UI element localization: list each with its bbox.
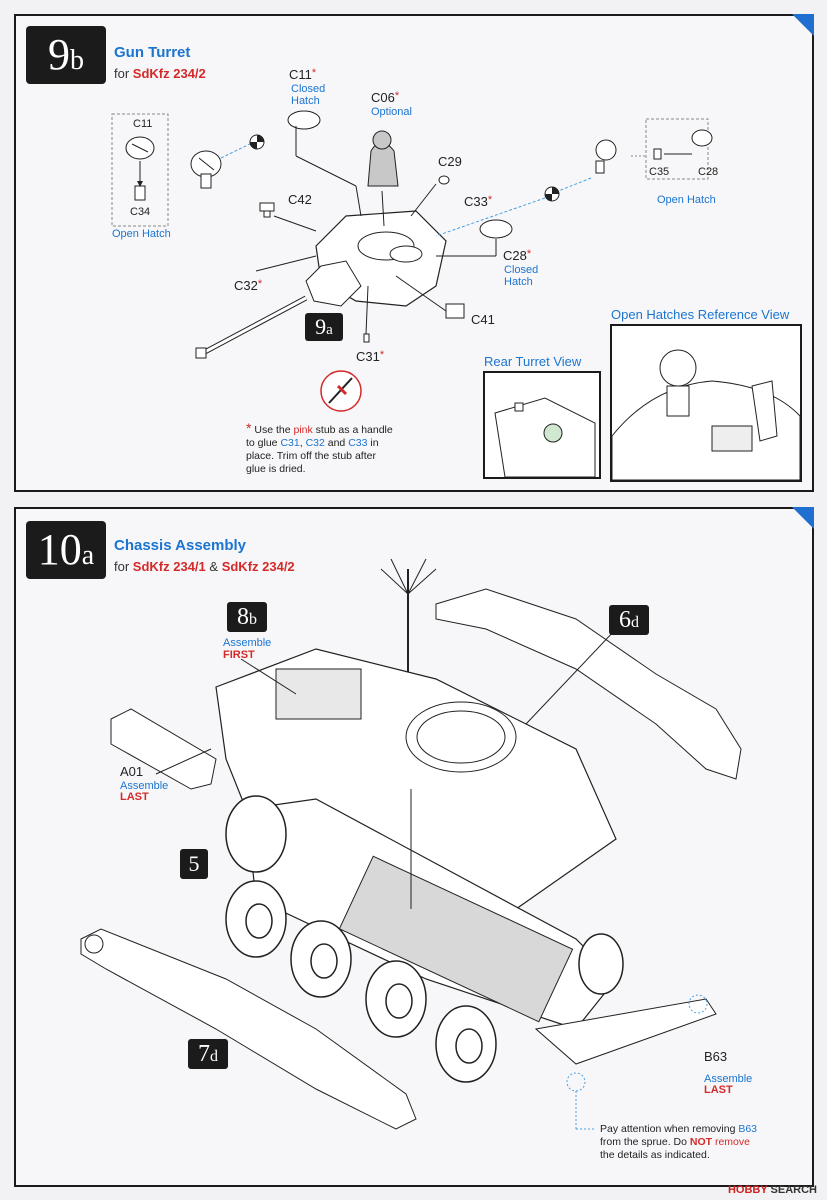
ref-step-8b: 8b [227, 602, 267, 632]
step-title: Chassis Assembly [114, 537, 247, 554]
step-number-9b: 9b [26, 26, 106, 84]
step-subtitle: for SdKfz 234/1 & SdKfz 234/2 [114, 559, 295, 574]
part-c41: C41 [471, 312, 495, 327]
ref-step-7d: 7d [188, 1039, 228, 1069]
part-c33: C33* [464, 194, 493, 209]
last-label-a01: LAST [120, 791, 149, 803]
part-c32: C32* [234, 278, 263, 293]
assemble-last-label-b63: Assemble [704, 1073, 753, 1085]
part-c11-box: C11 [133, 118, 153, 130]
c11-note-2: Hatch [291, 95, 320, 107]
part-c06: C06* [371, 90, 400, 105]
part-c11: C11* [289, 67, 317, 82]
open-hatches-reference-label: Open Hatches Reference View [611, 307, 790, 322]
c28-note-1: Closed [504, 264, 539, 276]
step-10a-panel: 10a Chassis Assembly for SdKfz 234/1 & S… [14, 507, 814, 1187]
assemble-last-label-a01: Assemble [120, 780, 169, 792]
open-hatches-reference-frame [610, 324, 802, 482]
open-hatch-label-left: Open Hatch [112, 228, 171, 240]
watermark: HOBBY SEARCH [727, 1184, 817, 1196]
last-label-b63: LAST [704, 1084, 733, 1096]
page-corner-marker [792, 14, 814, 36]
page-corner-marker [792, 507, 814, 529]
c06-note: Optional [371, 106, 412, 118]
ref-step-6d: 6d [609, 605, 649, 635]
part-c34: C34 [130, 206, 151, 218]
rear-turret-view-frame [483, 371, 601, 479]
step-title: Gun Turret [114, 44, 191, 61]
part-b63: B63 [704, 1049, 728, 1064]
rear-turret-view-label: Rear Turret View [484, 354, 582, 369]
chassis-diagram [80, 558, 742, 1130]
open-hatch-label-right: Open Hatch [657, 194, 716, 206]
part-c29: C29 [438, 154, 462, 169]
ref-step-5: 5 [180, 849, 208, 879]
part-a01: A01 [120, 764, 144, 779]
c11-note-1: Closed [291, 83, 326, 95]
part-c42: C42 [288, 192, 312, 207]
part-c28-box: C28 [698, 166, 719, 178]
first-label: FIRST [223, 649, 255, 661]
step-number-10a: 10a [26, 521, 106, 579]
step-subtitle: for SdKfz 234/2 [114, 66, 206, 81]
ref-step-9a: 9a [305, 313, 343, 341]
b63-removal-note: Pay attention when removing B63 from the… [600, 1123, 758, 1161]
step-9b-panel: 9b Gun Turret for SdKfz 234/2 [14, 14, 814, 492]
part-c28: C28* [503, 248, 532, 263]
turret-diagram [111, 110, 713, 412]
c28-note-2: Hatch [504, 276, 533, 288]
part-c31: C31* [356, 349, 385, 364]
assemble-first-label: Assemble [223, 637, 272, 649]
glue-note: * Use the pink stub as a handle to glue … [246, 420, 393, 475]
part-c35: C35 [649, 166, 670, 178]
